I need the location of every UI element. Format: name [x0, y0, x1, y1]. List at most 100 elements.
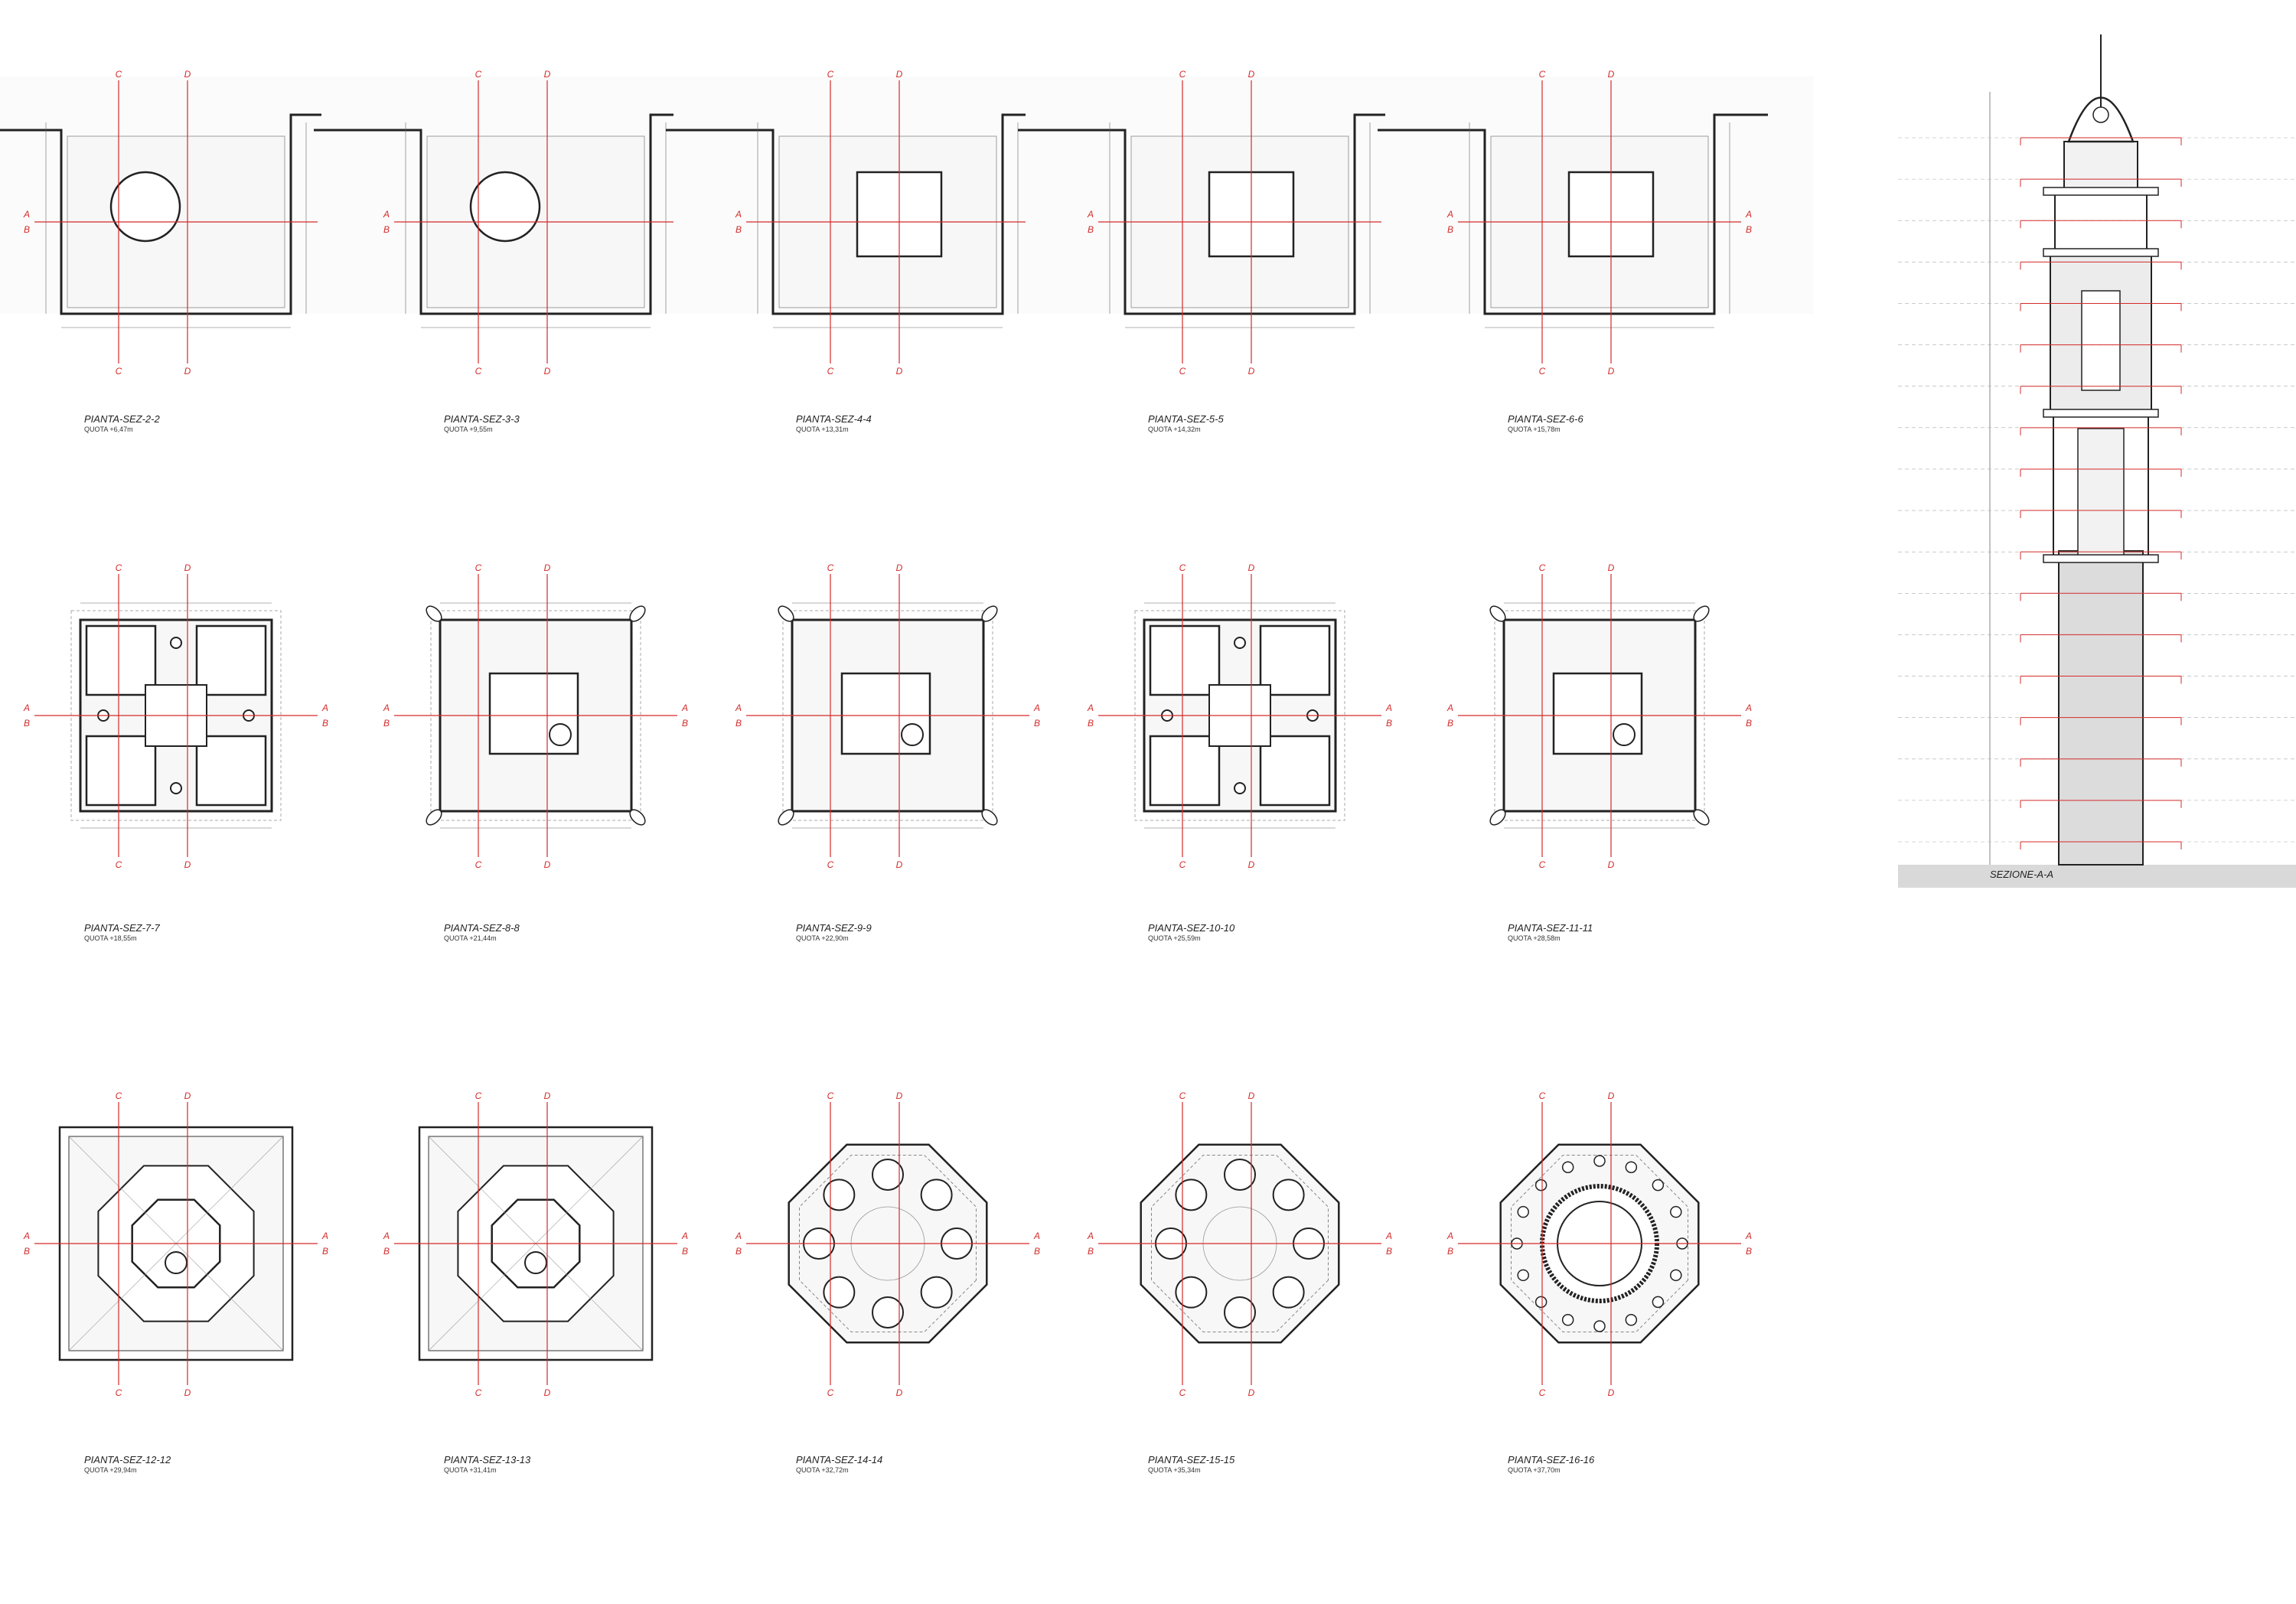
plan-quota: QUOTA +22,90m	[796, 934, 849, 942]
section-marker: B	[1746, 1246, 1752, 1257]
section-marker: A	[1745, 209, 1752, 220]
corner-pinnacle	[629, 809, 646, 826]
stair-circle	[549, 723, 572, 746]
section-marker: B	[1034, 718, 1040, 729]
section-marker: D	[544, 69, 551, 80]
plan-title: PIANTA-SEZ-15-15	[1148, 1454, 1235, 1465]
corner-pier	[1259, 624, 1331, 696]
section-marker: B	[1386, 1246, 1392, 1257]
section-marker: D	[1248, 859, 1255, 870]
section-marker: D	[1248, 1387, 1255, 1398]
section-marker: C	[475, 562, 482, 573]
section-marker: C	[1179, 69, 1186, 80]
stair-circle	[901, 723, 924, 746]
column-circle	[1670, 1205, 1682, 1218]
section-marker: A	[23, 703, 30, 713]
section-marker: C	[1539, 562, 1546, 573]
plan-title: PIANTA-SEZ-12-12	[84, 1454, 171, 1465]
column-circle	[1234, 637, 1246, 649]
column-circle	[1534, 1179, 1548, 1192]
plan-title: PIANTA-SEZ-14-14	[796, 1454, 883, 1465]
section-marker: C	[827, 69, 834, 80]
section-marker: D	[896, 366, 903, 377]
plan-title: PIANTA-SEZ-2-2	[84, 413, 160, 425]
plan-title: PIANTA-SEZ-3-3	[444, 413, 520, 425]
stair-circle	[1613, 723, 1636, 746]
section-marker: C	[116, 859, 122, 870]
section-marker: C	[475, 366, 482, 377]
plan-quota: QUOTA +32,72m	[796, 1466, 849, 1474]
column-circle	[170, 782, 182, 794]
corner-pier	[195, 735, 267, 807]
plan-quota: QUOTA +25,59m	[1148, 934, 1201, 942]
section-marker: D	[1608, 69, 1615, 80]
section-marker: B	[1386, 718, 1392, 729]
plan-quota: QUOTA +18,55m	[84, 934, 137, 942]
section-marker: A	[23, 1231, 30, 1241]
section-marker: D	[184, 562, 191, 573]
plan-title: PIANTA-SEZ-9-9	[796, 922, 872, 934]
corner-pier	[85, 624, 157, 696]
column-circle	[1670, 1269, 1682, 1282]
section-marker: C	[1179, 859, 1186, 870]
section-marker: A	[1087, 1231, 1094, 1241]
section-marker: C	[116, 366, 122, 377]
section-marker: A	[1745, 703, 1752, 713]
section-marker: C	[827, 1091, 834, 1101]
storey-upper	[2054, 191, 2148, 253]
octagonal-inner	[1511, 1155, 1688, 1332]
section-marker: A	[1385, 1231, 1392, 1241]
section-marker: B	[24, 718, 30, 729]
corner-pinnacle	[1489, 605, 1506, 622]
pier-cluster	[1175, 1179, 1208, 1211]
column-circle	[1593, 1155, 1606, 1167]
section-marker: C	[1539, 69, 1546, 80]
section-marker: B	[1034, 1246, 1040, 1257]
section-marker: C	[116, 69, 122, 80]
section-marker: B	[1088, 1246, 1094, 1257]
plan-quota: QUOTA +37,70m	[1508, 1466, 1561, 1474]
section-marker: A	[321, 703, 328, 713]
pier-cluster	[1175, 1276, 1208, 1309]
corner-pinnacle	[1693, 605, 1710, 622]
section-marker: D	[544, 366, 551, 377]
section-marker: A	[383, 703, 390, 713]
section-marker: A	[321, 1231, 328, 1241]
section-marker: B	[1447, 224, 1453, 235]
section-marker: D	[184, 859, 191, 870]
section-marker: C	[1179, 562, 1186, 573]
column-circle	[1593, 1320, 1606, 1332]
plan-title: PIANTA-SEZ-11-11	[1508, 922, 1593, 934]
section-marker: C	[827, 1387, 834, 1398]
plan-title: PIANTA-SEZ-7-7	[84, 922, 160, 934]
column-circle	[1517, 1269, 1529, 1282]
wall-outline	[1018, 113, 1408, 315]
plan-quota: QUOTA +28,58m	[1508, 934, 1561, 942]
section-marker: D	[184, 1387, 191, 1398]
wall-outline	[314, 113, 704, 315]
section-marker: D	[184, 366, 191, 377]
section-marker: A	[1033, 703, 1040, 713]
section-marker: B	[24, 1246, 30, 1257]
pier-cluster	[920, 1276, 953, 1309]
column-circle	[1234, 782, 1246, 794]
section-marker: B	[1088, 224, 1094, 235]
pier-cluster	[823, 1179, 856, 1211]
section-marker: D	[1608, 859, 1615, 870]
plan-title: PIANTA-SEZ-4-4	[796, 413, 872, 425]
section-marker: A	[681, 703, 688, 713]
stair-circle	[165, 1251, 188, 1274]
section-marker: D	[1608, 562, 1615, 573]
wall-outline	[1378, 113, 1768, 315]
section-marker: D	[896, 562, 903, 573]
stair-well-circle	[109, 171, 181, 243]
section-marker: D	[544, 859, 551, 870]
